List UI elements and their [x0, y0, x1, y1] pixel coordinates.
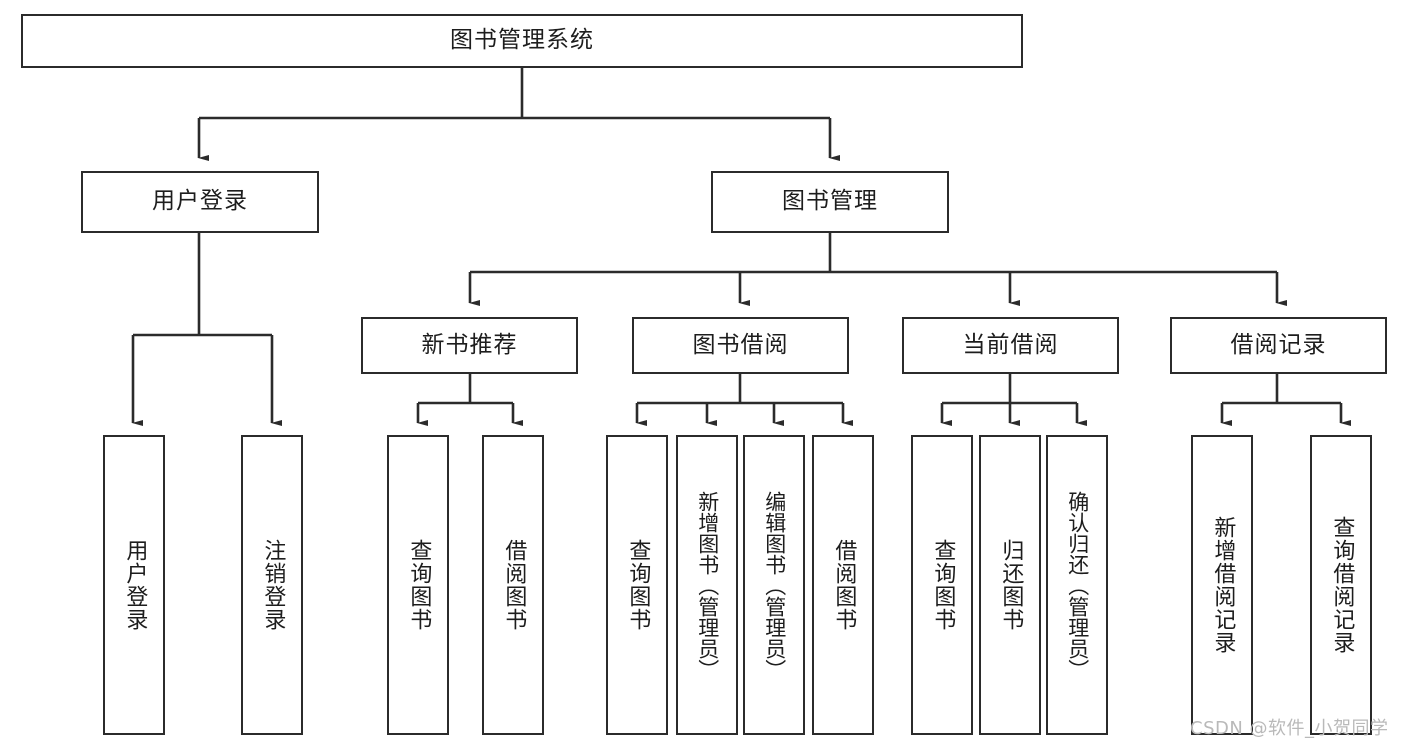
leaf-current-borrow-query[interactable]: 查询图书 [911, 435, 973, 735]
node-label: 借阅记录 [1230, 331, 1327, 358]
node-label: 借阅图书 [501, 539, 527, 631]
leaf-new-book-query[interactable]: 查询图书 [387, 435, 449, 735]
node-label: 确认归还（管理员） [1065, 490, 1090, 680]
watermark: CSDN @软件_小贺同学 [1190, 718, 1389, 739]
node-label: 查询图书 [930, 539, 956, 631]
leaf-current-borrow-return[interactable]: 归还图书 [979, 435, 1041, 735]
node-label: 查询图书 [406, 539, 432, 631]
leaf-book-borrow-borrow[interactable]: 借阅图书 [812, 435, 874, 735]
node-borrow-record[interactable]: 借阅记录 [1170, 317, 1387, 374]
node-label: 新增借阅记录 [1210, 516, 1236, 654]
node-current-borrow[interactable]: 当前借阅 [902, 317, 1119, 374]
node-label: 图书管理 [782, 188, 878, 215]
node-label: 查询借阅记录 [1329, 516, 1355, 654]
leaf-new-book-borrow[interactable]: 借阅图书 [482, 435, 544, 735]
node-book-management[interactable]: 图书管理 [711, 171, 949, 233]
node-root-book-management-system[interactable]: 图书管理系统 [21, 14, 1023, 68]
leaf-borrow-record-add[interactable]: 新增借阅记录 [1191, 435, 1253, 735]
leaf-current-borrow-confirm-return[interactable]: 确认归还（管理员） [1046, 435, 1108, 735]
node-label: 图书借阅 [692, 331, 789, 358]
node-label: 编辑图书（管理员） [762, 490, 787, 680]
node-label: 归还图书 [998, 539, 1024, 631]
node-label: 新增图书（管理员） [695, 490, 720, 680]
leaf-book-borrow-edit[interactable]: 编辑图书（管理员） [743, 435, 805, 735]
leaf-borrow-record-query[interactable]: 查询借阅记录 [1310, 435, 1372, 735]
node-label: 图书管理系统 [450, 27, 594, 54]
leaf-user-login-login[interactable]: 用户登录 [103, 435, 165, 735]
leaf-user-login-logout[interactable]: 注销登录 [241, 435, 303, 735]
node-label: 新书推荐 [421, 331, 518, 358]
node-label: 用户登录 [122, 539, 148, 631]
node-label: 当前借阅 [962, 331, 1059, 358]
node-label: 用户登录 [152, 188, 248, 215]
node-new-book-recommend[interactable]: 新书推荐 [361, 317, 578, 374]
leaf-book-borrow-query[interactable]: 查询图书 [606, 435, 668, 735]
node-label: 注销登录 [260, 539, 286, 631]
node-user-login[interactable]: 用户登录 [81, 171, 319, 233]
leaf-book-borrow-add[interactable]: 新增图书（管理员） [676, 435, 738, 735]
node-label: 查询图书 [625, 539, 651, 631]
node-book-borrow[interactable]: 图书借阅 [632, 317, 849, 374]
node-label: 借阅图书 [831, 539, 857, 631]
